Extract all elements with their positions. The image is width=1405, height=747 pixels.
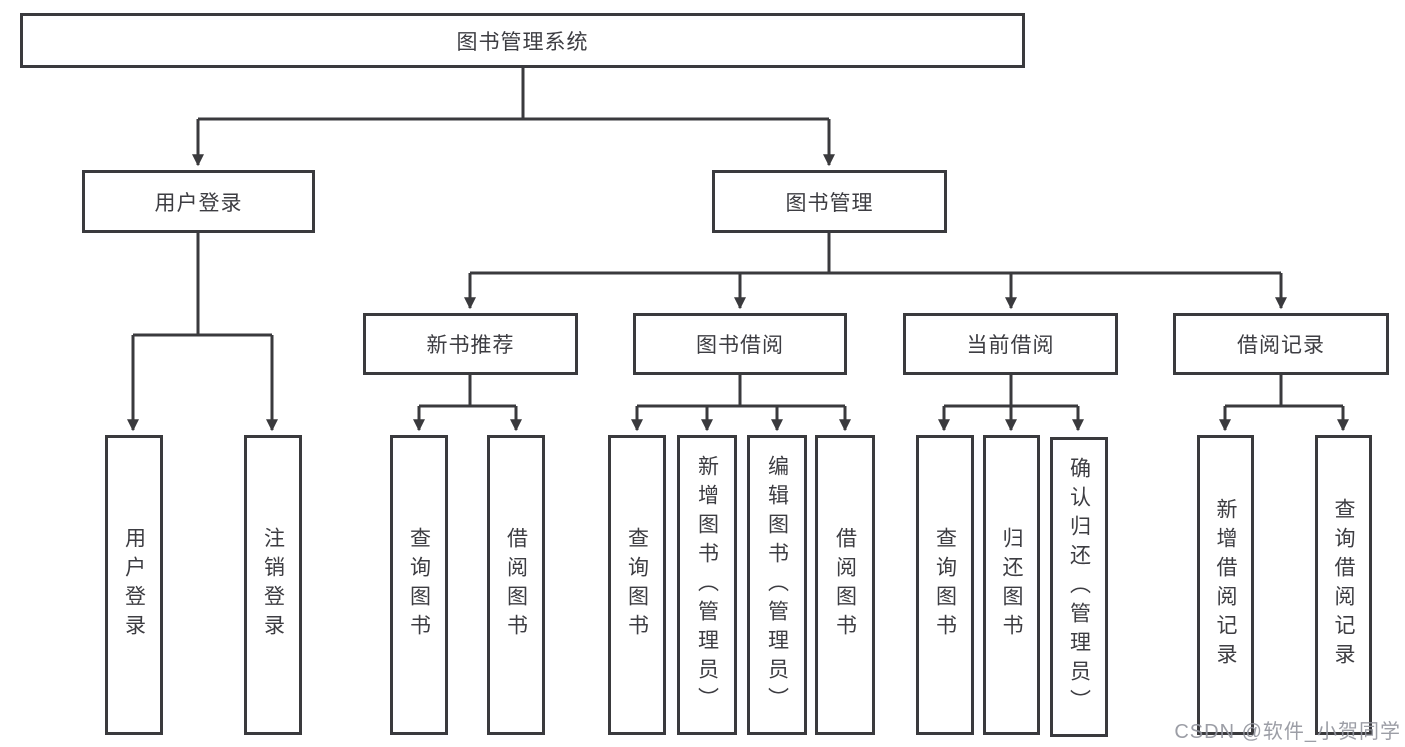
node-label: 归还图书 [1000, 527, 1023, 643]
leaf-query-borrow-record: 查询借阅记录 [1315, 435, 1372, 735]
leaf-query-books-2: 查询图书 [608, 435, 666, 735]
node-label: 图书管理 [785, 191, 874, 215]
leaf-add-borrow-record: 新增借阅记录 [1197, 435, 1254, 735]
leaf-edit-book-admin: 编辑图书（管理员） [747, 435, 807, 735]
node-label: 查询借阅记录 [1332, 498, 1355, 672]
node-borrowing-records: 借阅记录 [1173, 313, 1389, 375]
leaf-confirm-return-admin: 确认归还（管理员） [1050, 437, 1108, 737]
node-label: 编辑图书（管理员） [765, 454, 789, 716]
node-label: 借阅记录 [1237, 334, 1325, 357]
node-label: 新书推荐 [426, 334, 515, 357]
connector-arrows [127, 119, 1349, 432]
csdn-watermark: CSDN @软件_小贺同学 [1174, 721, 1401, 743]
leaf-query-books-1: 查询图书 [390, 435, 448, 735]
node-label: 注销登录 [261, 527, 285, 643]
node-label: 图书借阅 [696, 334, 784, 357]
node-label: 查询图书 [933, 527, 957, 643]
leaf-add-book-admin: 新增图书（管理员） [677, 435, 737, 735]
node-label: 查询图书 [407, 527, 431, 643]
node-label: 用户登录 [122, 527, 146, 643]
node-label: 借阅图书 [833, 527, 857, 643]
node-book-management: 图书管理 [712, 170, 947, 233]
node-new-book-recommend: 新书推荐 [363, 313, 578, 375]
node-library-management-system: 图书管理系统 [20, 13, 1025, 68]
node-label: 当前借阅 [966, 334, 1055, 357]
node-label: 查询图书 [625, 527, 649, 643]
leaf-logout: 注销登录 [244, 435, 302, 735]
node-label: 确认归还（管理员） [1067, 456, 1091, 718]
leaf-user-login: 用户登录 [105, 435, 163, 735]
leaf-borrow-books-1: 借阅图书 [487, 435, 545, 735]
connector-rails [133, 68, 1343, 408]
leaf-query-books-3: 查询图书 [916, 435, 974, 735]
node-book-borrowing: 图书借阅 [633, 313, 847, 375]
leaf-borrow-books-2: 借阅图书 [815, 435, 875, 735]
node-label: 新增借阅记录 [1214, 498, 1237, 672]
leaf-return-books: 归还图书 [983, 435, 1040, 735]
node-user-login: 用户登录 [82, 170, 315, 233]
node-label: 新增图书（管理员） [695, 454, 719, 716]
node-current-borrowing: 当前借阅 [903, 313, 1118, 375]
node-label: 用户登录 [154, 191, 243, 215]
node-label: 图书管理系统 [456, 30, 589, 54]
node-label: 借阅图书 [504, 527, 528, 643]
